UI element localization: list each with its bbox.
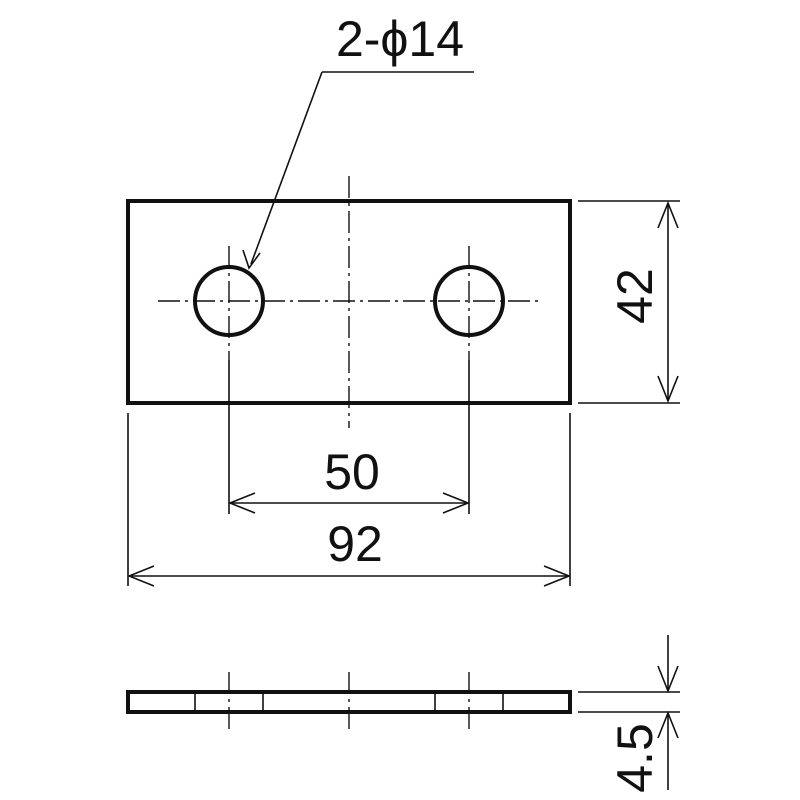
width-arrow-left: [126, 565, 155, 587]
height-dimension-label: 42: [607, 268, 663, 324]
hole-spacing-arrow-left: [227, 492, 256, 514]
thickness-arrow-top: [657, 665, 679, 694]
height-arrow-top: [657, 200, 679, 229]
hole-spacing-label: 50: [324, 444, 380, 500]
side-view: [126, 672, 572, 732]
height-dimension: 42: [578, 200, 680, 404]
leader-arrowhead: [242, 249, 261, 270]
width-arrow-right: [543, 565, 572, 587]
leader-line: [250, 71, 323, 265]
height-arrow-bottom: [657, 375, 679, 404]
hole-spacing-arrow-right: [442, 492, 471, 514]
hole-callout-leader: 2-ϕ14: [242, 11, 474, 270]
thickness-label: 4.5: [607, 723, 663, 793]
overall-width-label: 92: [327, 516, 383, 572]
hole-spacing-dimension: 50: [227, 360, 471, 514]
hole-callout-label: 2-ϕ14: [336, 11, 464, 67]
top-view: [126, 176, 572, 428]
thickness-dimension: 4.5: [578, 635, 680, 793]
thickness-arrow-bottom: [657, 710, 679, 739]
overall-width-dimension: 92: [126, 413, 572, 587]
